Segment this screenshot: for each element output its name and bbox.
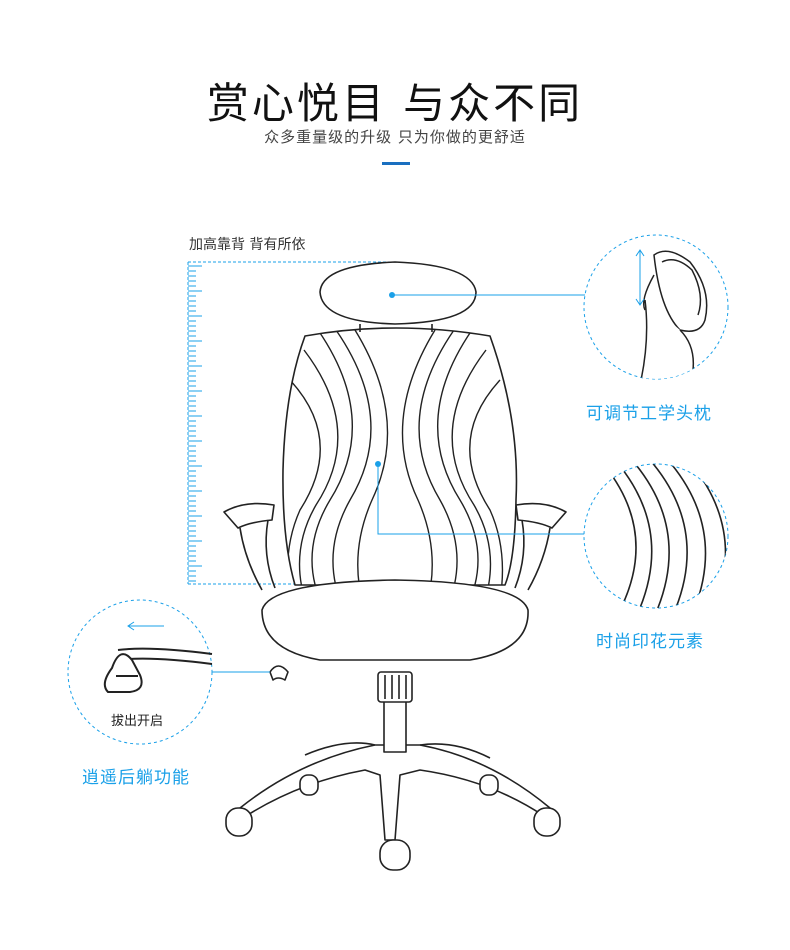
pull-out-label: 拔出开启 <box>111 714 164 729</box>
page-subtitle: 众多重量级的升级 只为你做的更舒适 <box>264 128 526 146</box>
feature-headrest: 可调节工学头枕 <box>586 404 712 424</box>
callout-lines <box>212 294 585 673</box>
chair-drawing <box>223 261 567 871</box>
feature-pattern: 时尚印花元素 <box>596 632 704 652</box>
page-title: 赏心悦目 与众不同 <box>206 79 584 128</box>
caster <box>225 774 561 871</box>
back-height-label: 加高靠背 背有所依 <box>189 237 306 253</box>
pattern-detail-circle <box>583 463 729 609</box>
feature-recline: 逍遥后躺功能 <box>82 768 190 788</box>
headrest-detail-circle <box>583 234 729 380</box>
title-accent-bar <box>382 162 410 165</box>
height-ruler <box>187 261 395 585</box>
recline-detail-circle <box>67 599 213 745</box>
callout-dots <box>375 292 395 467</box>
